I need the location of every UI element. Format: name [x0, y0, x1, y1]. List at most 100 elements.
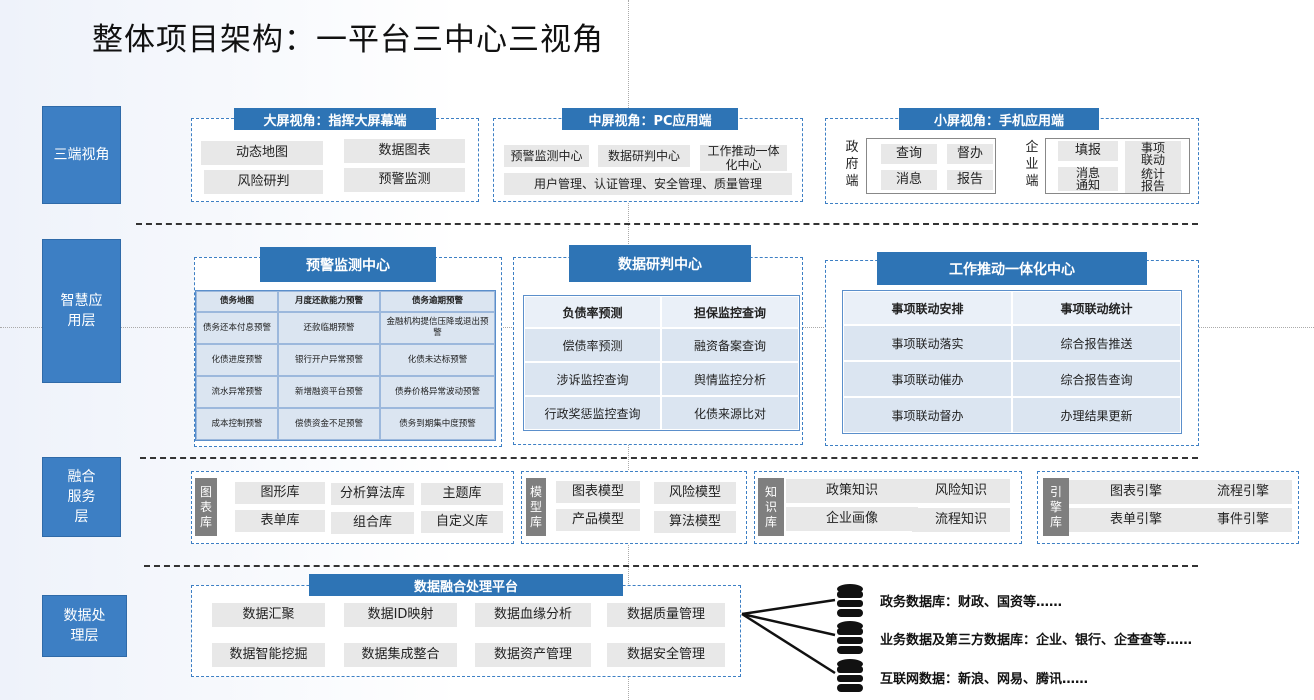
lib-item[interactable]: 主题库 [421, 483, 503, 505]
analysis-cell[interactable]: 融资备案查询 [661, 328, 799, 362]
warning-cell[interactable]: 债务逾期预警 [380, 291, 495, 312]
warning-cell[interactable]: 化债未达标预警 [380, 344, 495, 376]
engine-lib-label: 引擎库 [1043, 478, 1069, 536]
big-item-dynamic-map[interactable]: 动态地图 [201, 141, 323, 165]
analysis-cell[interactable]: 化债来源比对 [661, 396, 799, 430]
knowledge-item[interactable]: 风险知识 [912, 479, 1010, 503]
warning-cell[interactable]: 债务到期集中度预警 [380, 408, 495, 440]
lib-item[interactable]: 分析算法库 [331, 483, 414, 505]
mobile-view-header: 小屏视角：手机应用端 [899, 108, 1099, 130]
warning-cell[interactable]: 银行开户异常预警 [278, 344, 380, 376]
layer-smart-app: 智慧应用层 [42, 239, 121, 383]
analysis-cell[interactable]: 偿债率预测 [524, 328, 661, 362]
ent-item-notify[interactable]: 消息通知 [1058, 167, 1118, 191]
warning-center-header: 预警监测中心 [260, 247, 436, 282]
warning-cell[interactable]: 债券价格异常波动预警 [380, 376, 495, 408]
ent-item-stat-report[interactable]: 统计报告 [1125, 167, 1181, 193]
gov-item-report[interactable]: 报告 [947, 170, 993, 190]
model-item[interactable]: 算法模型 [654, 511, 736, 533]
pc-management-bar[interactable]: 用户管理、认证管理、安全管理、质量管理 [504, 173, 792, 195]
work-cell[interactable]: 办理结果更新 [1012, 397, 1181, 433]
model-item[interactable]: 图表模型 [556, 481, 640, 503]
engine-item[interactable]: 图表引擎 [1069, 480, 1203, 504]
analysis-cell[interactable]: 负债率预测 [524, 296, 661, 328]
analysis-cell[interactable]: 行政奖惩监控查询 [524, 396, 661, 430]
warning-cell[interactable]: 还款临期预警 [278, 312, 380, 344]
gov-item-query[interactable]: 查询 [881, 144, 937, 164]
warning-cell[interactable]: 成本控制预警 [196, 408, 278, 440]
lib-item[interactable]: 组合库 [331, 512, 414, 534]
warning-cell[interactable]: 月度还款能力预警 [278, 291, 380, 312]
ent-item-fill[interactable]: 填报 [1058, 141, 1118, 161]
analysis-center-grid: 负债率预测 担保监控查询 偿债率预测 融资备案查询 涉诉监控查询 舆情监控分析 … [523, 295, 800, 431]
platform-item[interactable]: 数据集成整合 [344, 643, 457, 667]
layer-fusion-service: 融合服务层 [42, 457, 121, 537]
analysis-center-header: 数据研判中心 [569, 245, 751, 282]
connector-line [741, 612, 836, 637]
engine-item[interactable]: 流程引擎 [1194, 480, 1292, 504]
connector-line [741, 612, 836, 675]
ent-item-linkage[interactable]: 事项联动 [1125, 141, 1181, 167]
analysis-cell[interactable]: 舆情监控分析 [661, 362, 799, 396]
warning-cell[interactable]: 金融机构提信压降或退出预警 [380, 312, 495, 344]
knowledge-item[interactable]: 企业画像 [786, 507, 918, 531]
knowledge-item[interactable]: 政策知识 [786, 479, 918, 503]
db-business-label: 业务数据及第三方数据库：企业、银行、企查查等…… [880, 633, 1193, 648]
model-lib-label: 模型库 [526, 478, 546, 536]
model-item[interactable]: 产品模型 [556, 509, 640, 531]
warning-cell[interactable]: 流水异常预警 [196, 376, 278, 408]
layer-three-views: 三端视角 [42, 106, 121, 204]
pc-item-analysis-center[interactable]: 数据研判中心 [598, 145, 690, 167]
knowledge-item[interactable]: 流程知识 [912, 508, 1010, 532]
warning-cell[interactable]: 新增融资平台预警 [278, 376, 380, 408]
model-item[interactable]: 风险模型 [654, 482, 736, 504]
layer-data-processing: 数据处理层 [42, 595, 127, 657]
analysis-cell[interactable]: 担保监控查询 [661, 296, 799, 328]
lib-item[interactable]: 图形库 [235, 482, 325, 504]
ent-end-box [1045, 138, 1190, 194]
database-icon [837, 584, 863, 617]
big-item-data-chart[interactable]: 数据图表 [344, 139, 465, 163]
work-cell[interactable]: 事项联动安排 [843, 291, 1012, 325]
platform-item[interactable]: 数据安全管理 [607, 643, 725, 667]
db-internet-label: 互联网数据：新浪、网易、腾讯…… [880, 672, 1089, 687]
page-title: 整体项目架构：一平台三中心三视角 [92, 22, 604, 58]
separator-3 [144, 565, 1198, 567]
separator-1 [136, 223, 1198, 225]
platform-item[interactable]: 数据汇聚 [212, 603, 325, 627]
pc-item-warning-center[interactable]: 预警监测中心 [504, 145, 589, 167]
platform-item[interactable]: 数据资产管理 [475, 643, 591, 667]
engine-item[interactable]: 事件引擎 [1194, 508, 1292, 532]
work-cell[interactable]: 事项联动落实 [843, 325, 1012, 361]
gov-item-supervise[interactable]: 督办 [947, 144, 993, 164]
pc-item-work-center[interactable]: 工作推动一体化中心 [700, 144, 787, 172]
warning-cell[interactable]: 债务还本付息预警 [196, 312, 278, 344]
database-icon [837, 659, 863, 692]
platform-item[interactable]: 数据智能挖掘 [212, 643, 325, 667]
big-item-warning-monitor[interactable]: 预警监测 [344, 168, 465, 192]
database-icon [837, 621, 863, 654]
work-cell[interactable]: 事项联动统计 [1012, 291, 1181, 325]
warning-cell[interactable]: 债务地图 [196, 291, 278, 312]
db-connectors [741, 598, 836, 675]
lib-item[interactable]: 自定义库 [421, 511, 503, 533]
ent-end-label: 企业端 [1025, 139, 1039, 189]
gov-item-message[interactable]: 消息 [881, 170, 937, 190]
big-item-risk-analysis[interactable]: 风险研判 [204, 170, 323, 194]
lib-item[interactable]: 表单库 [235, 510, 325, 532]
work-cell[interactable]: 事项联动督办 [843, 397, 1012, 433]
platform-item[interactable]: 数据ID映射 [344, 603, 457, 627]
warning-cell[interactable]: 偿债资金不足预警 [278, 408, 380, 440]
analysis-cell[interactable]: 涉诉监控查询 [524, 362, 661, 396]
warning-center-grid: 债务地图 月度还款能力预警 债务逾期预警 债务还本付息预警 还款临期预警 金融机… [195, 290, 496, 441]
gov-end-label: 政府端 [845, 139, 859, 189]
work-cell[interactable]: 事项联动催办 [843, 361, 1012, 397]
work-cell[interactable]: 综合报告查询 [1012, 361, 1181, 397]
engine-item[interactable]: 表单引擎 [1069, 508, 1203, 532]
work-cell[interactable]: 综合报告推送 [1012, 325, 1181, 361]
chart-lib-label: 图表库 [195, 478, 217, 536]
platform-item[interactable]: 数据质量管理 [607, 603, 725, 627]
platform-item[interactable]: 数据血缘分析 [475, 603, 591, 627]
big-screen-view-header: 大屏视角：指挥大屏幕端 [234, 108, 436, 130]
warning-cell[interactable]: 化债进度预警 [196, 344, 278, 376]
